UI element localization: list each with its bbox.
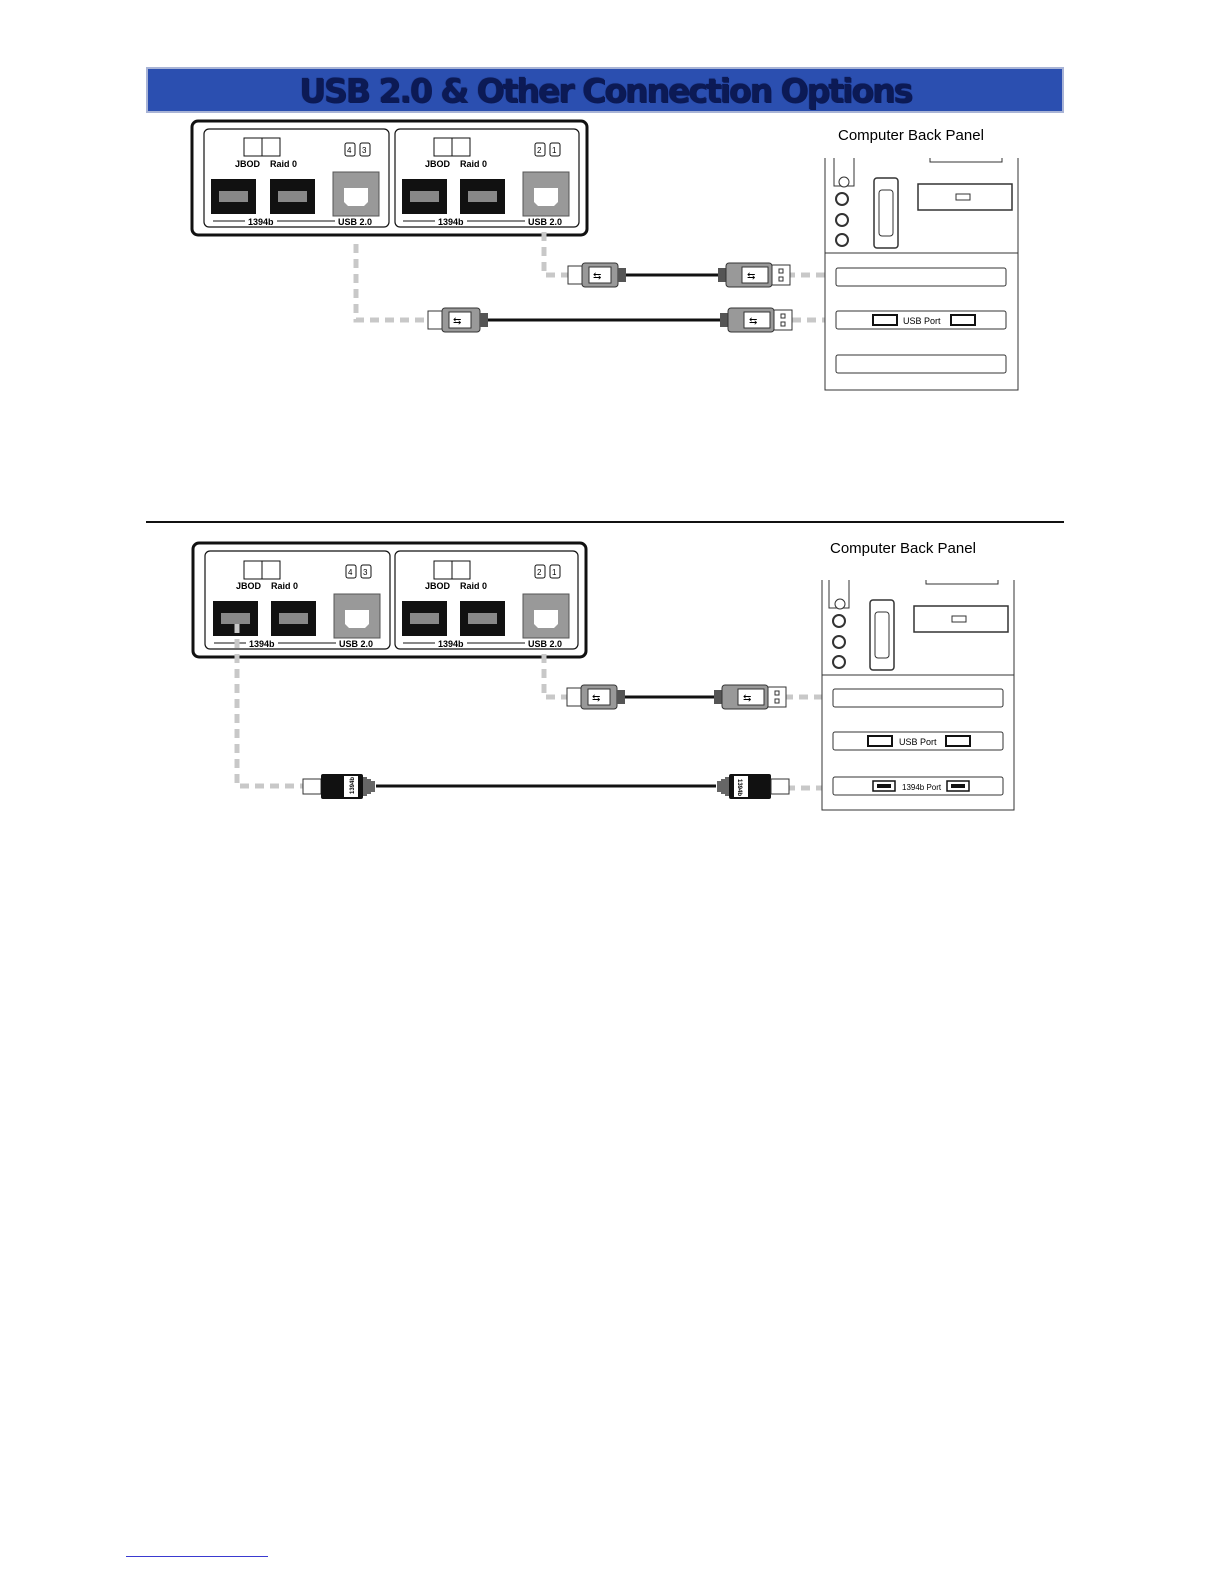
usb-a-plug: ⇆ <box>714 685 786 709</box>
bay-number: 3 <box>363 568 368 577</box>
usb-port <box>946 736 970 746</box>
usb-b-plug: ⇆ <box>567 685 625 709</box>
usb-symbol-icon: ⇆ <box>743 693 751 704</box>
diagram-usb-connection: JBOD Raid 0 4 3 1394b USB 2.0 JBOD Raid … <box>0 118 1224 403</box>
usb-label: USB 2.0 <box>528 217 562 227</box>
computer-panel-label: Computer Back Panel <box>838 127 984 144</box>
drive-unit-a: JBOD Raid 0 4 3 1394b USB 2.0 <box>205 551 390 649</box>
footer-rule <box>126 1556 268 1557</box>
usb-port <box>951 315 975 325</box>
usb-a-plug: ⇆ <box>718 263 790 287</box>
diagram-firewire-svg: JBOD Raid 0 4 3 1394b USB 2.0 JBOD Raid … <box>0 536 1224 816</box>
firewire-label: 1394b <box>438 217 464 227</box>
switch-label-jbod: JBOD <box>425 159 451 169</box>
usb-b-plug: ⇆ <box>568 263 626 287</box>
diagram-usb-firewire-connection: JBOD Raid 0 4 3 1394b USB 2.0 JBOD Raid … <box>0 536 1224 816</box>
usb-symbol-icon: ⇆ <box>747 271 755 282</box>
switch-label-raid0: Raid 0 <box>270 159 297 169</box>
bay-number: 4 <box>347 146 352 155</box>
usb-port-label: USB Port <box>899 737 937 747</box>
usb-label: USB 2.0 <box>338 217 372 227</box>
title-banner: USB 2.0 & Other Connection Options <box>146 67 1064 113</box>
switch-label-jbod: JBOD <box>236 581 262 591</box>
computer-back-panel: USB Port 1394b Port <box>822 580 1014 810</box>
bay-number: 1 <box>552 146 557 155</box>
firewire-label: 1394b <box>249 639 275 649</box>
switch-label-raid0: Raid 0 <box>460 581 487 591</box>
usb-port-label: USB Port <box>903 316 941 326</box>
drive-unit-b: JBOD Raid 0 2 1 1394b USB 2.0 <box>395 551 578 649</box>
diagram-usb-svg: JBOD Raid 0 4 3 1394b USB 2.0 JBOD Raid … <box>0 118 1224 403</box>
bay-number: 2 <box>537 568 542 577</box>
usb-symbol-icon: ⇆ <box>593 271 601 282</box>
firewire-plug: 1394b <box>717 774 789 799</box>
usb-symbol-icon: ⇆ <box>453 316 461 327</box>
port-slot <box>836 268 1006 286</box>
firewire-label: 1394b <box>438 639 464 649</box>
computer-back-panel: USB Port <box>825 158 1018 390</box>
switch-label-raid0: Raid 0 <box>271 581 298 591</box>
drive-unit-b: JBOD Raid 0 2 1 1394b USB 2.0 <box>395 129 579 227</box>
bay-number: 2 <box>537 146 542 155</box>
usb-label: USB 2.0 <box>528 639 562 649</box>
section-divider <box>146 521 1064 523</box>
switch-label-jbod: JBOD <box>425 581 451 591</box>
switch-label-raid0: Raid 0 <box>460 159 487 169</box>
plug-text: 1394b <box>350 777 356 794</box>
bay-number: 3 <box>362 146 367 155</box>
port-slot <box>836 355 1006 373</box>
page-title: USB 2.0 & Other Connection Options <box>299 71 911 110</box>
firewire-plug: 1394b <box>303 774 375 799</box>
switch-label-jbod: JBOD <box>235 159 261 169</box>
usb-b-plug: ⇆ <box>428 308 488 332</box>
port-slot <box>833 689 1003 707</box>
usb-symbol-icon: ⇆ <box>749 316 757 327</box>
firewire-label: 1394b <box>248 217 274 227</box>
usb-port <box>868 736 892 746</box>
usb-symbol-icon: ⇆ <box>592 693 600 704</box>
firewire-port-label: 1394b Port <box>902 783 942 792</box>
usb-port <box>873 315 897 325</box>
bay-number: 4 <box>348 568 353 577</box>
plug-text: 1394b <box>736 779 742 796</box>
drive-unit-a: JBOD Raid 0 4 3 1394b USB 2.0 <box>204 129 389 227</box>
usb-a-plug: ⇆ <box>720 308 792 332</box>
computer-panel-label: Computer Back Panel <box>830 540 976 557</box>
bay-number: 1 <box>552 568 557 577</box>
usb-label: USB 2.0 <box>339 639 373 649</box>
